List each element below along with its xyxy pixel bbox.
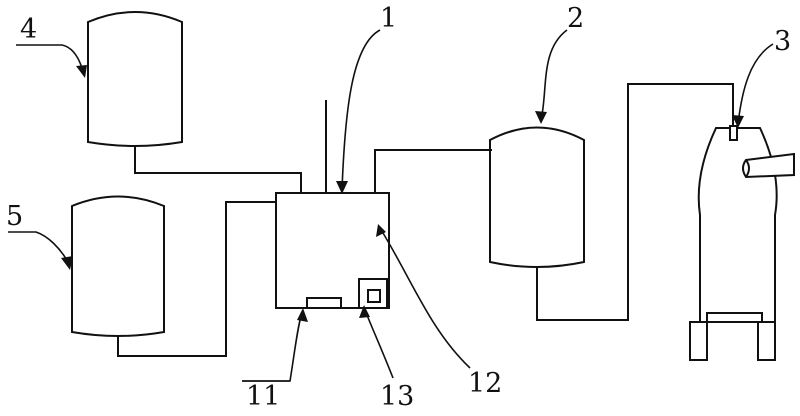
pipe-mixer-to-tank2	[374, 149, 492, 280]
label-13: 13	[380, 381, 414, 412]
right-leg	[757, 321, 776, 361]
label-5: 5	[6, 201, 23, 232]
leader-5	[8, 231, 69, 263]
part-13-core	[367, 289, 381, 303]
leader-3	[737, 43, 774, 125]
leader-12	[379, 227, 471, 369]
leader-11	[242, 311, 303, 382]
inlet-port	[729, 125, 738, 141]
label-11: 11	[246, 381, 280, 412]
label-2: 2	[567, 3, 584, 34]
tank-2	[489, 126, 585, 275]
left-leg	[689, 321, 708, 361]
base-plate	[706, 312, 763, 323]
pipe-tank2-to-device3	[536, 83, 734, 321]
arrowheads	[61, 65, 744, 322]
label-4: 4	[20, 14, 37, 45]
leader-2	[540, 29, 568, 121]
tank-4	[87, 11, 183, 154]
label-12: 12	[468, 368, 502, 399]
label-1: 1	[380, 3, 397, 34]
leader-1	[341, 29, 381, 191]
mixing-tank-1	[275, 100, 390, 309]
leader-13	[364, 309, 394, 379]
pipe-tank4-to-mixer	[134, 154, 302, 193]
pipe-tank5-to-mixer	[117, 201, 276, 357]
label-3: 3	[774, 26, 791, 57]
side-outlet	[742, 152, 795, 179]
tank-5	[71, 195, 165, 344]
device-3	[689, 125, 795, 361]
leader-4	[16, 44, 83, 69]
part-11	[306, 297, 342, 309]
piping	[117, 83, 734, 357]
